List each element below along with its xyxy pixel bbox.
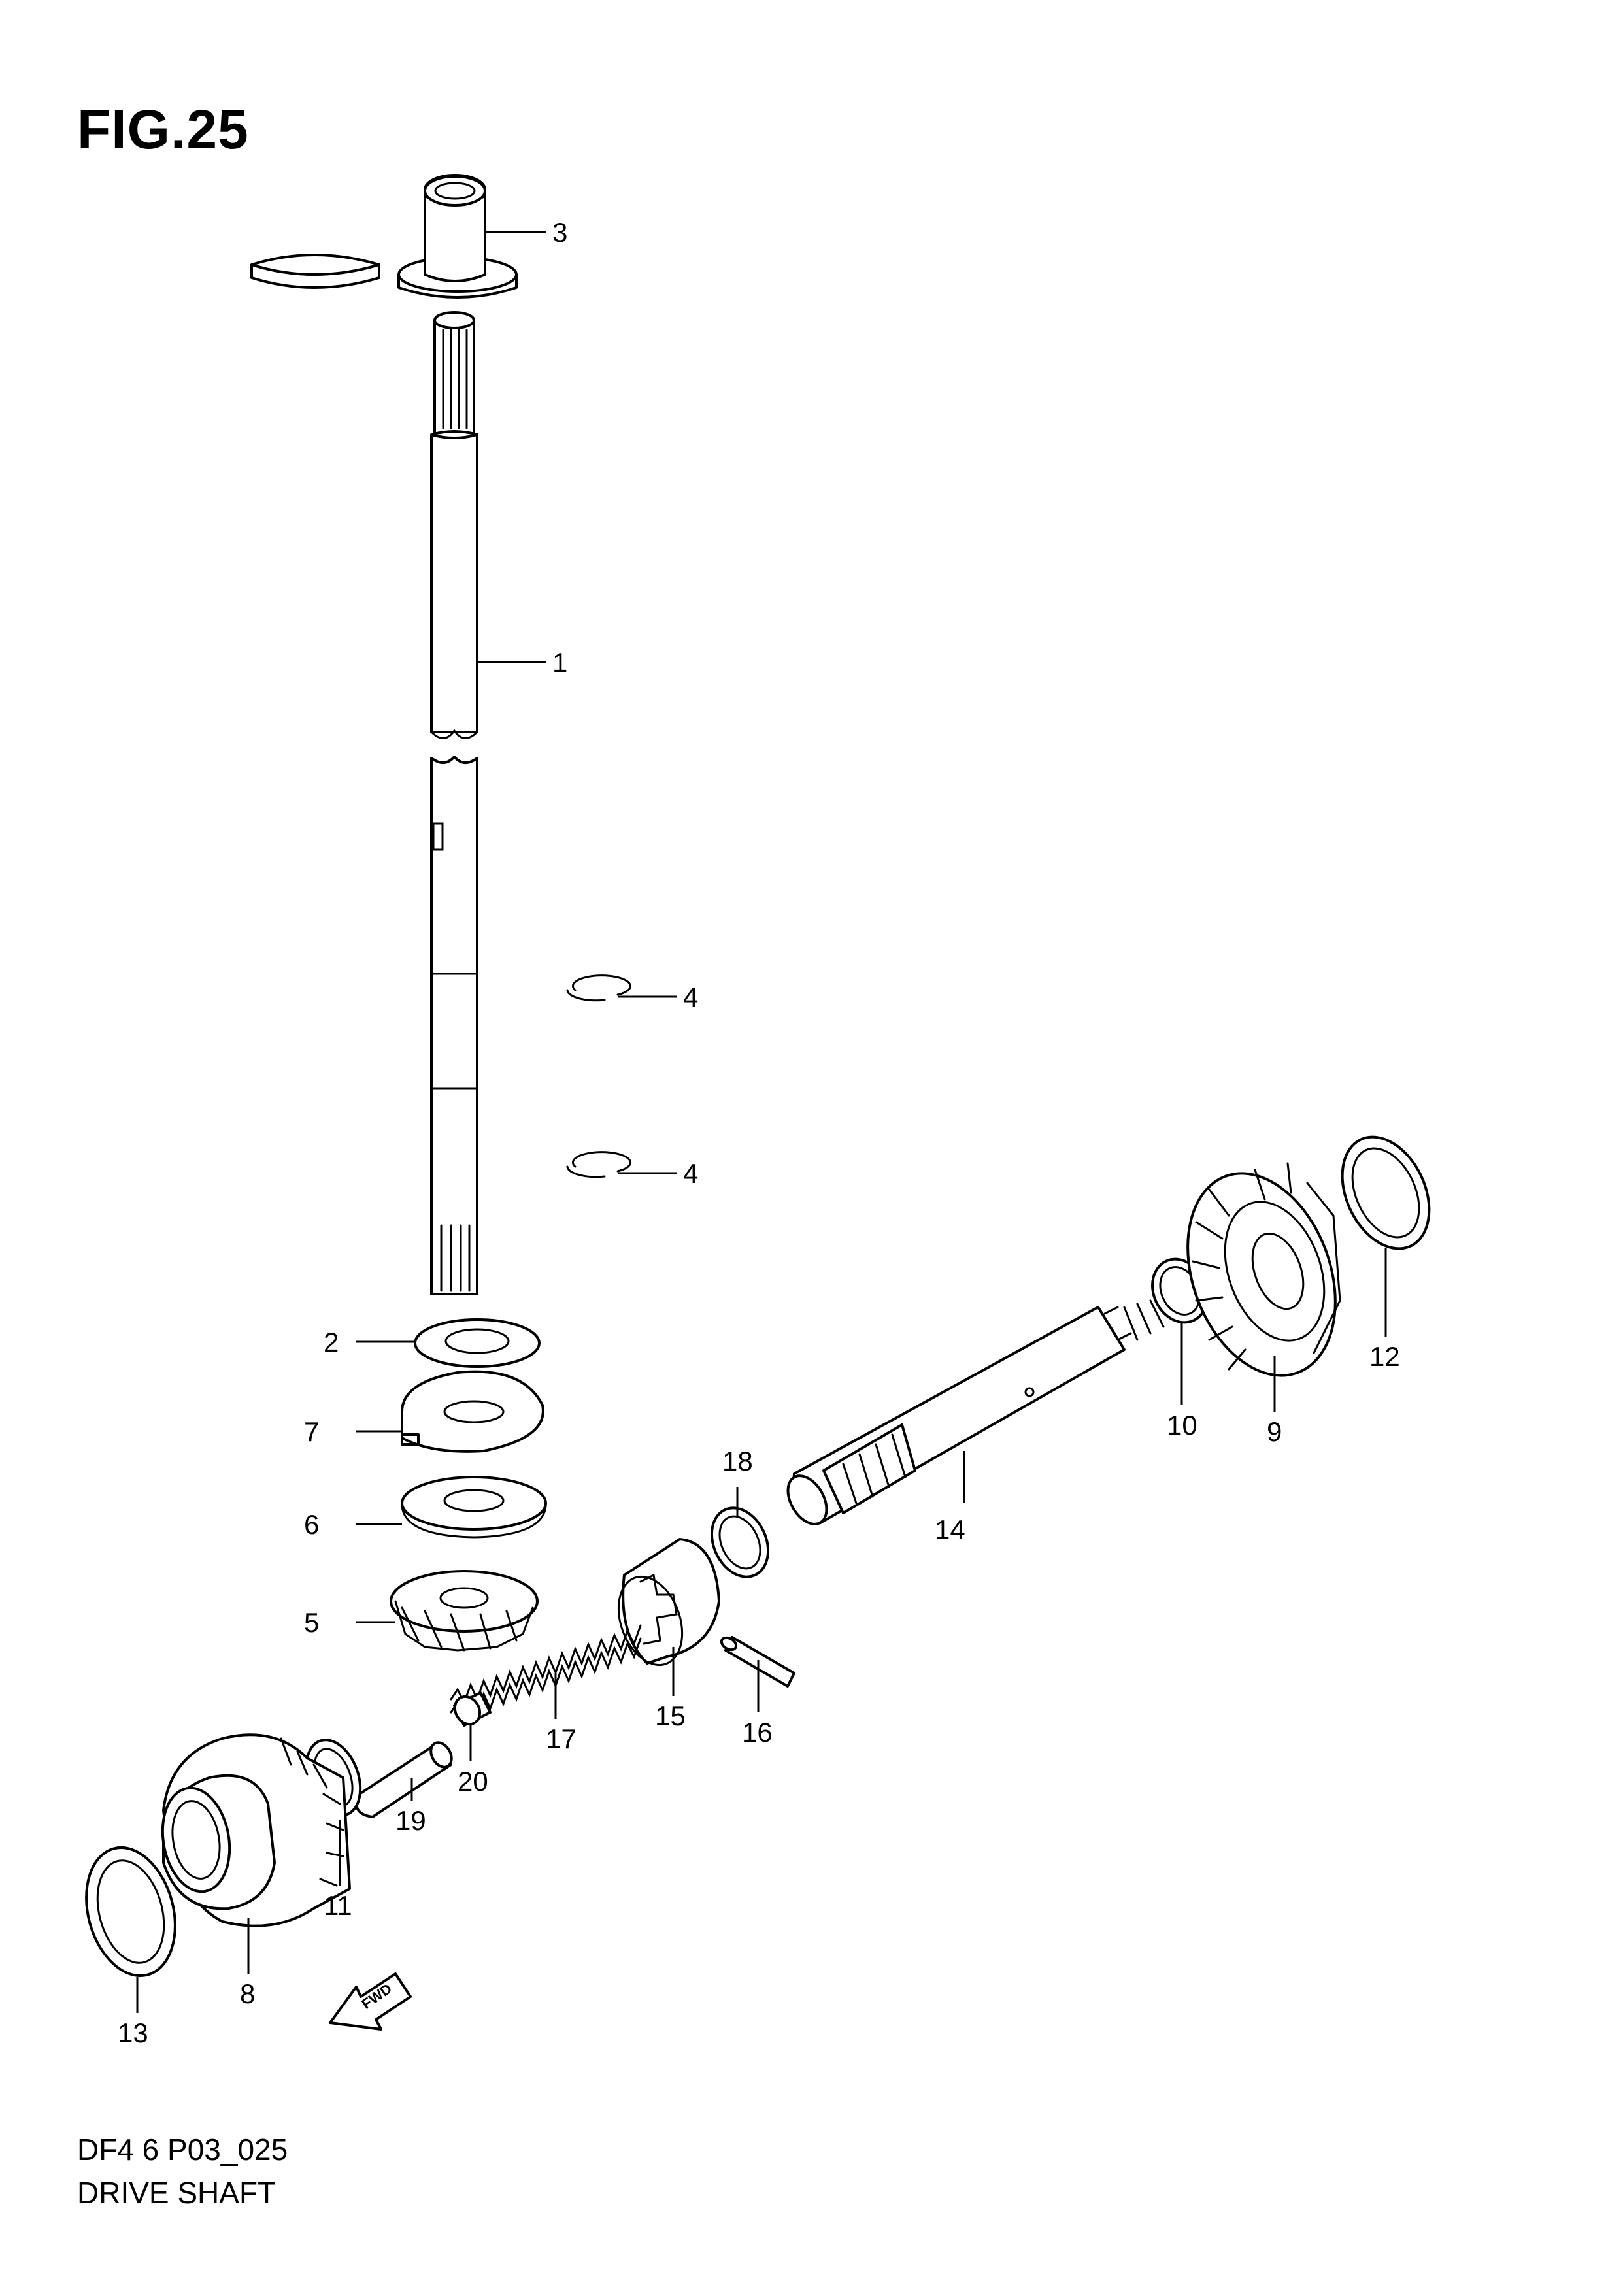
callout-13: 13 xyxy=(118,2018,148,2048)
part-20-spacer xyxy=(453,1691,492,1727)
figure-code: DF4 6 P03_025 xyxy=(77,2133,288,2167)
callout-3: 3 xyxy=(552,217,567,248)
part-16-pin xyxy=(720,1636,795,1688)
callout-18: 18 xyxy=(722,1446,753,1476)
callout-5: 5 xyxy=(304,1607,319,1638)
callout-4-lower: 4 xyxy=(683,1158,698,1189)
part-14-propeller-shaft xyxy=(786,1296,1175,1525)
part-9-reverse-gear xyxy=(1186,1162,1341,1377)
callout-12: 12 xyxy=(1369,1341,1400,1372)
callouts: 3 1 4 4 2 7 6 5 14 10 9 12 18 15 16 17 2… xyxy=(118,217,1400,2048)
part-2-washer xyxy=(414,1318,541,1368)
part-1-drive-shaft xyxy=(430,311,478,1295)
callout-2: 2 xyxy=(324,1327,339,1357)
callout-11: 11 xyxy=(324,1890,352,1921)
callout-9: 9 xyxy=(1267,1416,1282,1447)
callout-7: 7 xyxy=(304,1416,319,1447)
part-8-forward-gear xyxy=(161,1733,351,1927)
forward-arrow-icon: FWD xyxy=(329,1972,412,2031)
part-12-thrust-washer xyxy=(1341,1135,1431,1250)
part-13-thrust-washer xyxy=(85,1846,176,1978)
figure-name: DRIVE SHAFT xyxy=(77,2176,276,2210)
callout-15: 15 xyxy=(655,1701,686,1731)
callout-1: 1 xyxy=(552,647,567,678)
callout-20: 20 xyxy=(458,1766,488,1797)
part-3-bushing xyxy=(250,174,518,299)
callout-17: 17 xyxy=(546,1723,577,1754)
part-15-clutch-dog xyxy=(617,1538,720,1667)
part-5-pinion-gear xyxy=(390,1570,539,1652)
callout-8: 8 xyxy=(240,1978,255,2009)
callout-6: 6 xyxy=(304,1509,319,1540)
figure-title: FIG.25 xyxy=(77,99,249,160)
callout-4-upper: 4 xyxy=(683,982,698,1012)
callout-14: 14 xyxy=(935,1514,965,1545)
part-18-ring xyxy=(710,1506,770,1578)
part-4-circlip-upper xyxy=(566,974,631,1002)
part-7-tab-washer xyxy=(401,1370,544,1453)
leader-lines xyxy=(136,231,1387,2013)
callout-10: 10 xyxy=(1167,1410,1197,1440)
part-6-shim-washer xyxy=(401,1476,547,1539)
callout-19: 19 xyxy=(395,1805,426,1836)
part-4-circlip-lower xyxy=(566,1151,631,1178)
callout-16: 16 xyxy=(742,1717,773,1748)
